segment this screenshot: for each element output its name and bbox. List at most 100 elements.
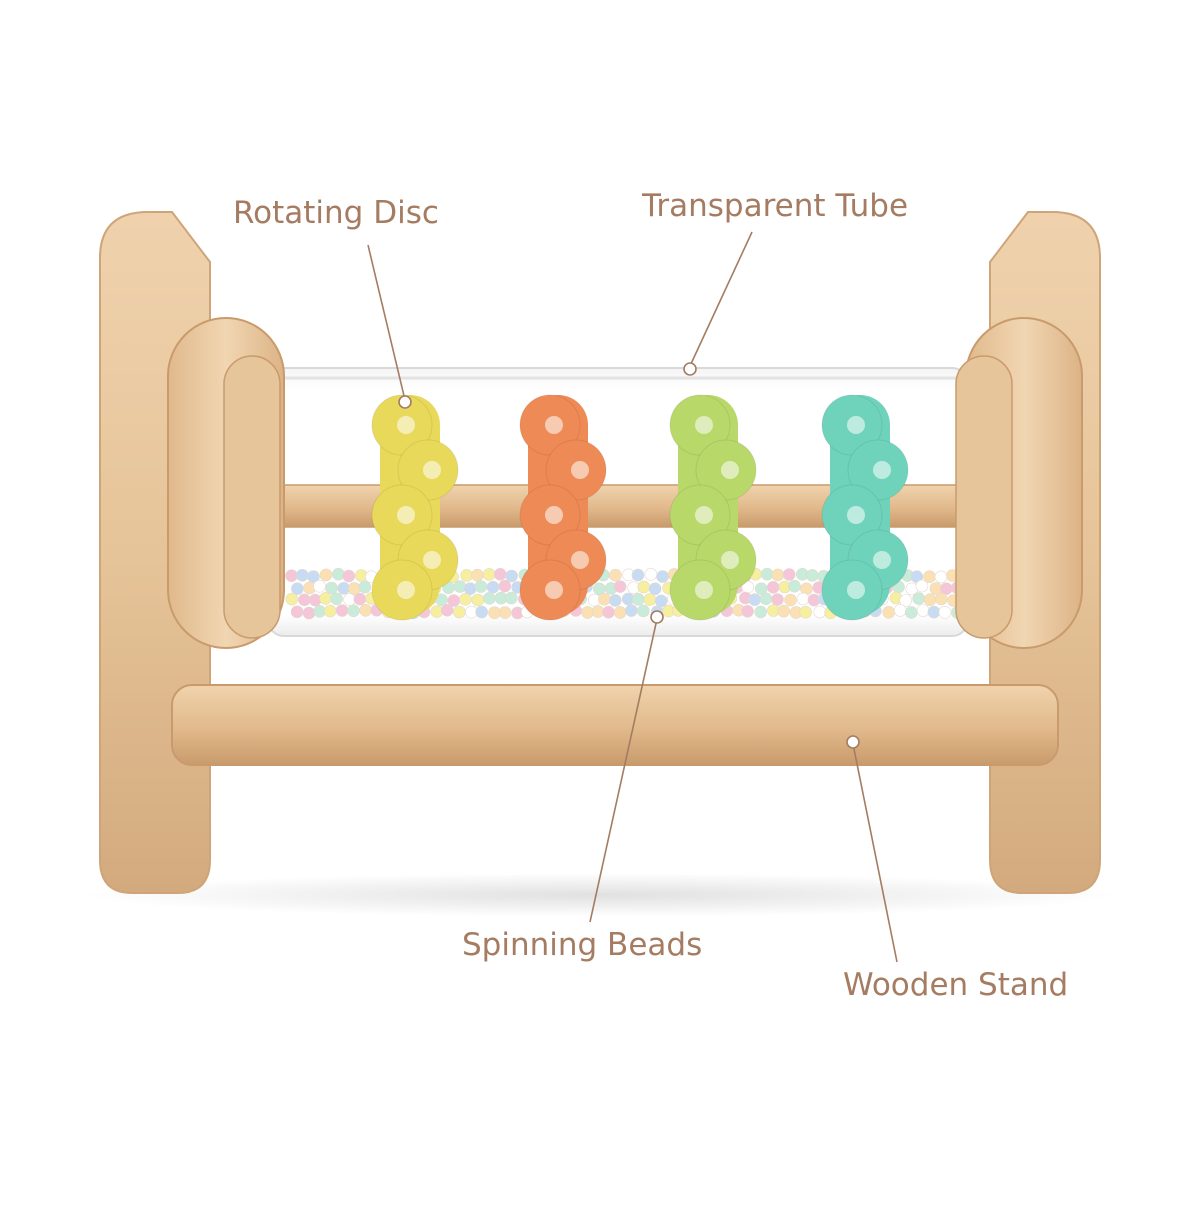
bead	[654, 594, 668, 608]
bead	[307, 570, 320, 583]
bead	[644, 567, 658, 581]
bead	[748, 593, 762, 607]
bead	[899, 594, 913, 607]
bead	[471, 568, 484, 582]
bead	[323, 604, 337, 618]
flower-disc	[519, 394, 607, 621]
bead	[471, 593, 485, 607]
bead	[359, 603, 372, 617]
bead	[302, 606, 316, 620]
bead	[754, 605, 768, 619]
bead	[459, 592, 472, 606]
bead	[613, 606, 627, 619]
bead	[313, 579, 326, 593]
bead	[581, 606, 594, 619]
callout-leaders	[367, 231, 898, 963]
bead	[637, 604, 650, 618]
bead	[290, 605, 304, 619]
bead	[934, 570, 948, 584]
bead	[760, 567, 774, 581]
leader-spinning-beads	[589, 618, 658, 923]
bead	[505, 569, 518, 583]
bead	[813, 605, 827, 619]
leader-transparent-tube	[689, 231, 753, 367]
bead	[347, 582, 361, 595]
bead	[474, 580, 488, 593]
leader-dot-transparent-tube	[683, 362, 697, 376]
bead	[291, 582, 304, 596]
bead	[483, 591, 496, 605]
bead	[609, 568, 622, 582]
bead	[337, 581, 351, 595]
bead	[938, 605, 952, 619]
bead	[308, 593, 322, 607]
leader-rotating-disc	[367, 244, 406, 401]
bead	[656, 570, 669, 583]
bead	[486, 580, 500, 594]
bead	[335, 604, 349, 617]
bead	[771, 593, 784, 606]
bead	[504, 591, 518, 605]
bead	[625, 604, 638, 617]
bead	[298, 593, 311, 607]
bead	[285, 592, 299, 606]
bead	[799, 605, 813, 619]
bead	[325, 581, 338, 595]
bead	[353, 592, 367, 606]
bead	[498, 606, 512, 619]
right-wheel	[955, 317, 1083, 649]
bead	[440, 603, 454, 617]
bead	[788, 579, 801, 593]
bead	[591, 605, 605, 618]
bead	[493, 567, 507, 581]
bead	[460, 569, 474, 582]
bead	[805, 569, 819, 582]
bead	[904, 606, 918, 619]
bead	[643, 593, 657, 606]
bead	[923, 593, 937, 607]
bead	[608, 594, 622, 607]
bead	[342, 569, 356, 583]
bead	[916, 604, 930, 617]
bead	[766, 580, 780, 594]
bead	[598, 592, 611, 606]
wooden-stand-crossbar	[171, 684, 1059, 766]
bead	[358, 580, 372, 594]
bead	[285, 569, 298, 583]
bead	[498, 579, 512, 593]
bead	[784, 593, 797, 607]
flower-disc	[821, 394, 909, 621]
leader-dot-spinning-beads	[650, 610, 664, 624]
bead	[332, 567, 345, 581]
bead	[796, 592, 810, 606]
bead	[347, 604, 360, 618]
bead	[319, 592, 332, 605]
bead	[741, 604, 754, 618]
flower-disc	[669, 394, 757, 621]
callout-spinning-beads: Spinning Beads	[462, 927, 703, 963]
bead	[882, 605, 896, 619]
bead	[488, 606, 501, 620]
bead	[777, 604, 791, 618]
bead	[295, 568, 309, 582]
floor-shadow	[80, 873, 1120, 917]
leader-dot-rotating-disc	[398, 395, 412, 409]
bead	[475, 605, 489, 619]
bead	[934, 592, 948, 606]
bead	[319, 568, 333, 582]
bead	[482, 568, 496, 581]
bead	[631, 568, 645, 582]
bead	[782, 568, 796, 581]
bead	[771, 568, 785, 582]
bead	[759, 592, 773, 606]
bead	[912, 592, 926, 605]
bead	[648, 582, 662, 596]
left-wheel	[167, 317, 285, 649]
callout-rotating-disc: Rotating Disc	[233, 195, 439, 231]
callout-wooden-stand: Wooden Stand	[843, 967, 1069, 1003]
bead	[927, 605, 941, 619]
bead	[915, 579, 929, 593]
bead	[452, 605, 466, 619]
